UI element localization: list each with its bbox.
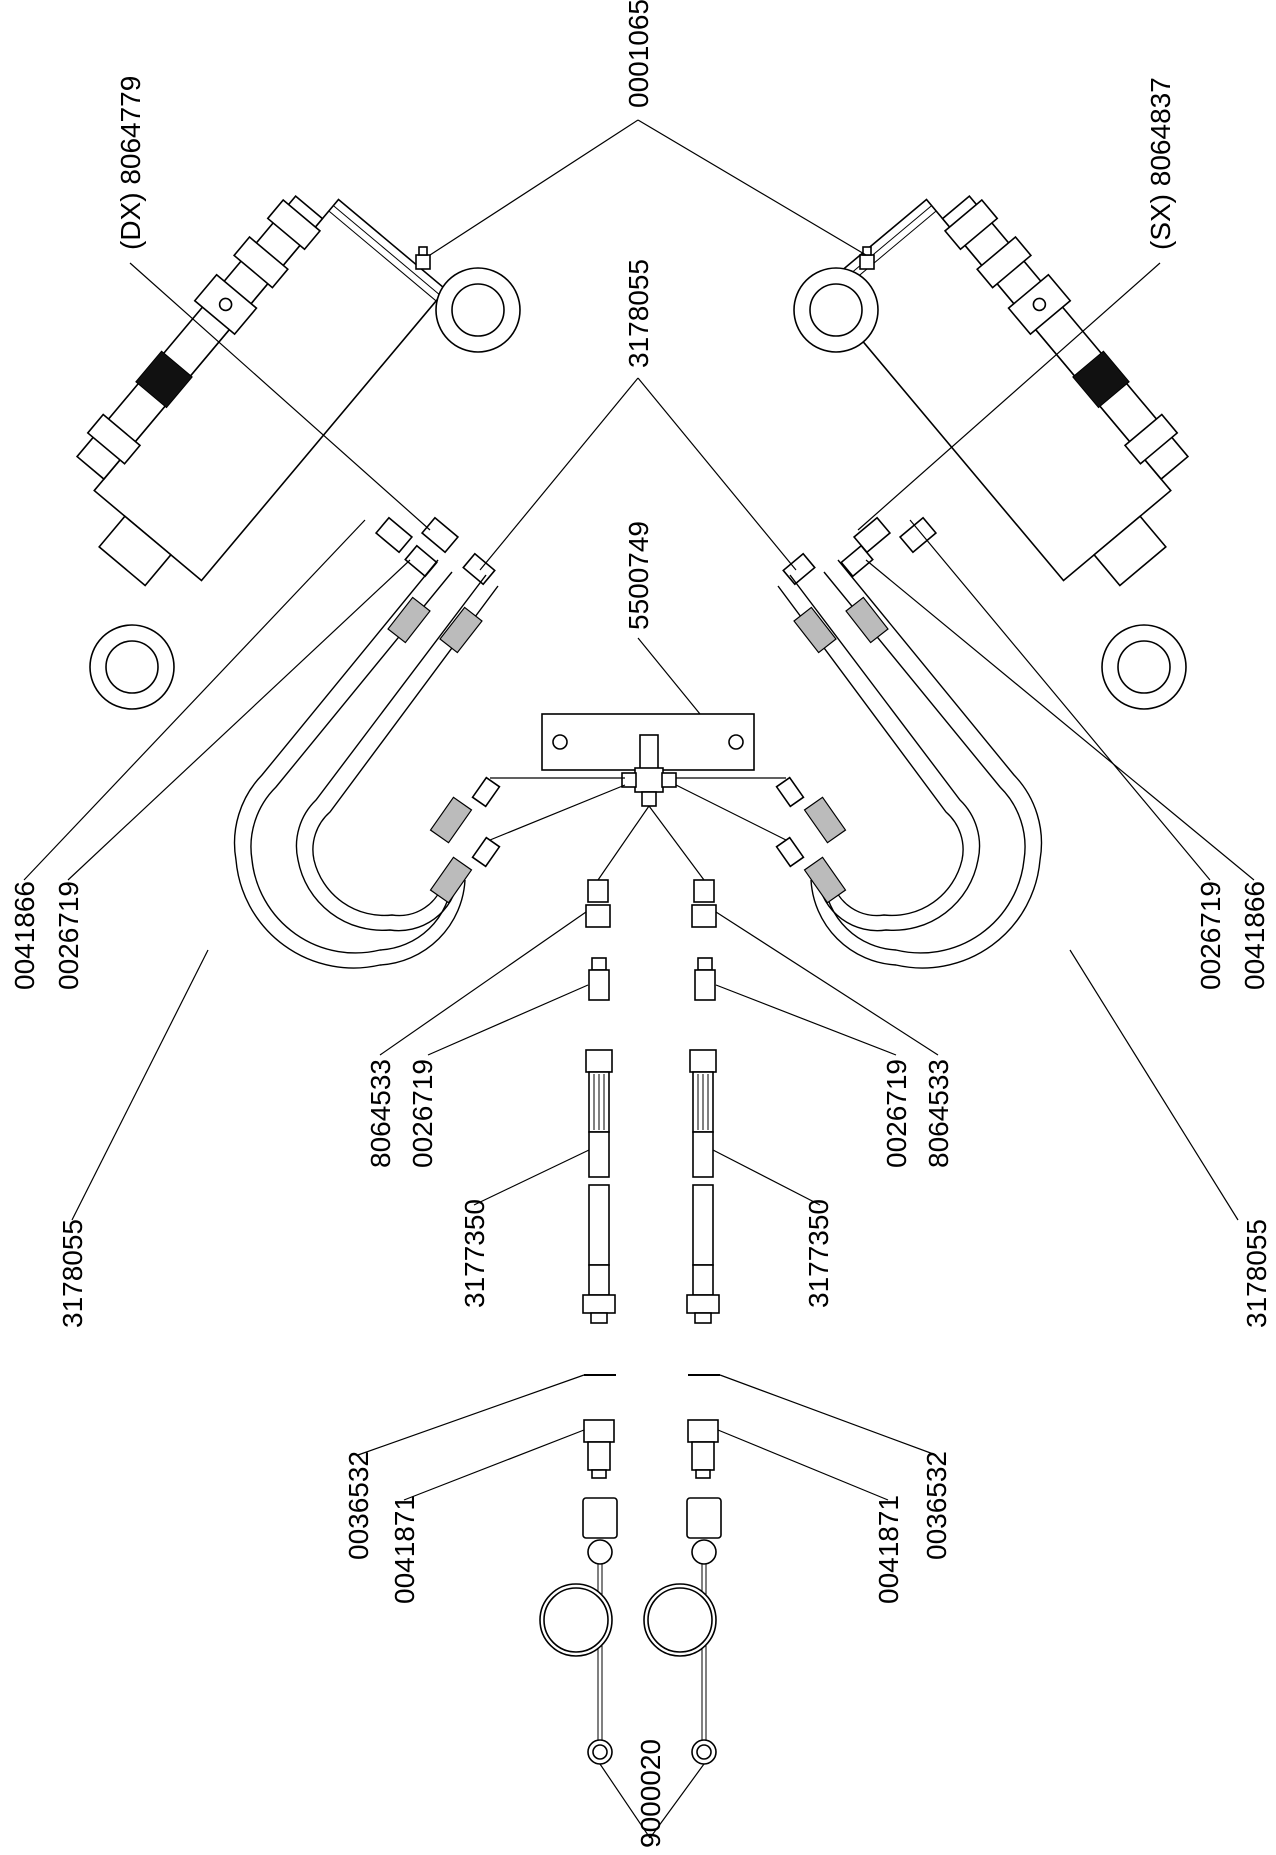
label-coupling-left: 0041871 — [389, 1495, 420, 1604]
label-hose-top: 3178055 — [623, 259, 654, 368]
label-adapter-left-b: 0026719 — [407, 1059, 438, 1168]
label-cap: 9000020 — [635, 1739, 666, 1848]
label-right-loop: 3178055 — [1241, 1219, 1272, 1328]
dust-cap-left — [539, 1497, 618, 1765]
right-cylinder-fittings — [782, 516, 938, 586]
straight-hose-right — [686, 1049, 720, 1324]
label-dx-cylinder: (DX) 8064779 — [115, 76, 146, 250]
label-hose-left: 3177350 — [459, 1199, 490, 1308]
label-seal-right: 0036532 — [921, 1451, 952, 1560]
leader-lines — [23, 119, 1255, 1839]
label-hose-right: 3177350 — [803, 1199, 834, 1308]
adapter-left — [585, 879, 611, 1001]
label-right-b: 0041866 — [1239, 881, 1270, 990]
tee-fitting — [621, 767, 677, 807]
label-adapter-right-b: 8064533 — [923, 1059, 954, 1168]
label-left-a: 0041866 — [9, 881, 40, 990]
adapter-right — [691, 879, 717, 1001]
quick-coupling-right — [687, 1419, 719, 1479]
right-hydraulic-cylinder — [818, 194, 1190, 587]
right-cylinder-eye-top — [793, 267, 879, 353]
right-hose-loop — [775, 559, 1043, 969]
right-cylinder-eye-bottom — [1101, 624, 1187, 710]
left-hose-loop — [233, 559, 501, 969]
left-hydraulic-cylinder — [75, 194, 447, 587]
label-left-b: 0026719 — [53, 881, 84, 990]
label-adapter-left-a: 8064533 — [365, 1059, 396, 1168]
left-cylinder-eye-top — [435, 267, 521, 353]
label-0001065: 0001065 — [623, 0, 654, 108]
label-adapter-right-a: 0026719 — [881, 1059, 912, 1168]
mounting-bracket — [541, 713, 755, 771]
left-grease-nipple-icon — [415, 246, 431, 270]
label-sx-cylinder: (SX) 8064837 — [1145, 77, 1176, 250]
label-coupling-right: 0041871 — [873, 1495, 904, 1604]
right-grease-nipple-icon — [859, 246, 875, 270]
label-left-loop: 3178055 — [57, 1219, 88, 1328]
dust-cap-right — [643, 1497, 722, 1765]
left-cylinder-fittings — [374, 516, 496, 586]
straight-hose-left — [582, 1049, 616, 1324]
label-right-a: 0026719 — [1195, 881, 1226, 990]
quick-coupling-left — [583, 1419, 615, 1479]
label-seal-left: 0036532 — [343, 1451, 374, 1560]
label-bracket: 5500749 — [623, 521, 654, 630]
left-cylinder-eye-bottom — [89, 624, 175, 710]
